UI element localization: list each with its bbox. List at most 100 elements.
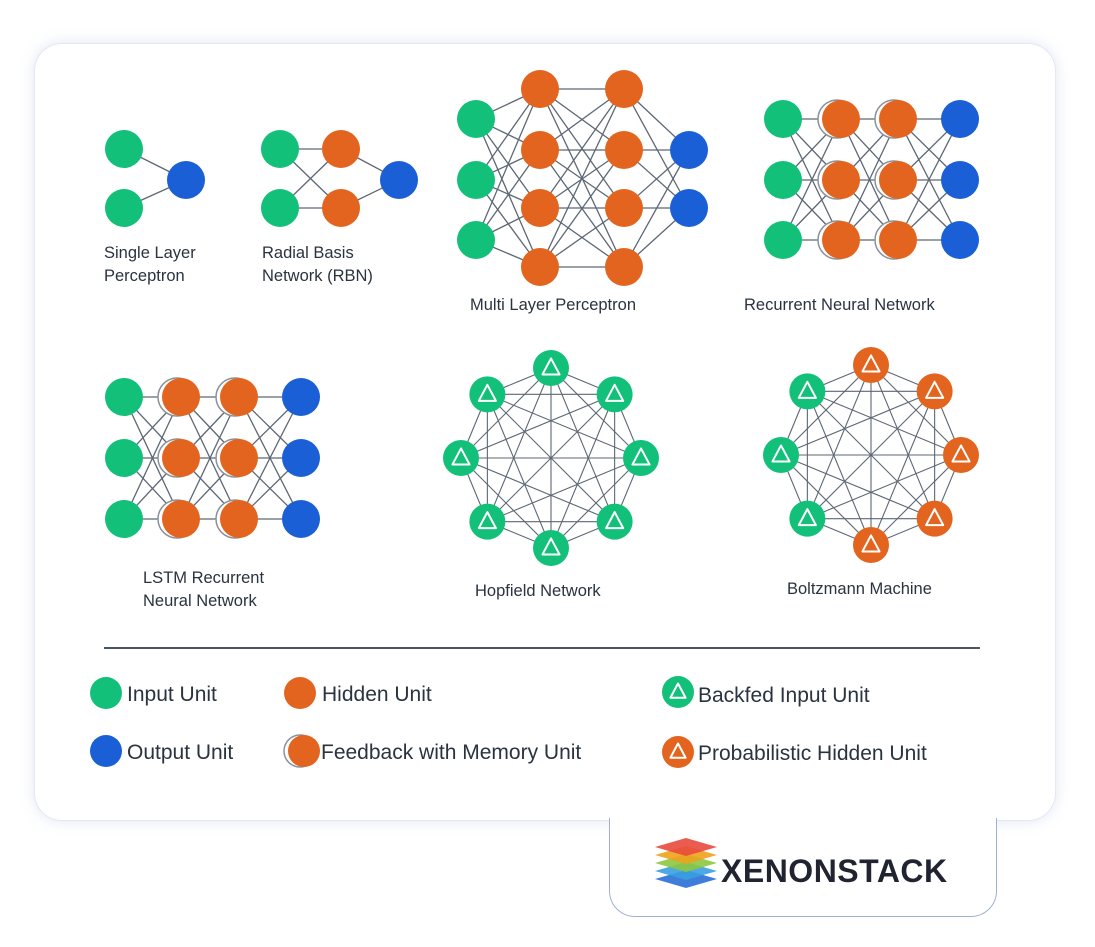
input-unit-node [764,221,802,259]
connection-edge [475,88,541,241]
feedback-memory-unit-node [162,500,200,538]
hidden-unit-node [605,131,643,169]
connection-edge [460,457,615,523]
feedback-memory-unit-node [879,100,917,138]
output-unit-node [167,161,205,199]
connection-edge [550,367,616,522]
input-unit-node [457,221,495,259]
output-unit-node [282,439,320,477]
input-unit-node [105,439,143,477]
backfed-input-unit-node [469,376,506,413]
feedback-memory-unit-node [822,100,860,138]
output-unit-node [941,100,979,138]
triangle-glyph [861,354,881,373]
connection-edge [180,396,240,520]
hidden-unit-node [521,189,559,227]
backfed-input-unit-node [789,373,826,410]
radial-basis-network-label-1: Radial Basis [262,244,354,262]
triangle-glyph [771,444,791,463]
triangle-glyph [797,380,817,399]
input-unit-node [105,500,143,538]
connection-edge [840,118,899,241]
output-unit-node [941,161,979,199]
connection-edge [123,396,182,520]
output-unit-node [941,221,979,259]
feedback-memory-unit-node [822,221,860,259]
single-layer-perceptron-label-2: Perceptron [104,267,185,285]
connection-edge [550,394,616,549]
network-nodes [105,70,979,566]
triangle-glyph [925,380,945,399]
hidden-unit-node [521,248,559,286]
connection-edge [807,454,962,520]
backfed-input-unit-node [443,440,479,476]
connection-edge [782,118,842,241]
input-unit-node [261,130,299,168]
radial-basis-network-label-2: Network (RBN) [262,267,373,285]
probabilistic-hidden-unit-node [916,373,953,410]
xenonstack-logo-icon [655,838,717,888]
feedback-memory-unit-node [162,439,200,477]
output-unit-node [90,735,122,767]
backfed-input-unit-node [533,530,569,566]
probabilistic-hidden-unit-node [853,347,889,383]
hopfield-network-label: Hopfield Network [475,582,601,600]
connection-edge [870,364,936,519]
hidden-unit-node [322,130,360,168]
connection-edge [539,88,625,268]
single-layer-perceptron-label-1: Single Layer [104,244,196,262]
connection-edge [806,391,872,546]
input-unit-node [105,130,143,168]
feedback-memory-unit-node [220,378,258,416]
backfed-input-unit-node [662,676,694,708]
output-unit-node [670,131,708,169]
multi-layer-perceptron-label: Multi Layer Perceptron [470,296,636,314]
connection-edge [460,393,615,459]
input-unit-node [105,378,143,416]
connection-edge [486,394,552,549]
input-unit-node [90,677,122,709]
legend-feedback-memory-unit-label: Feedback with Memory Unit [321,741,581,764]
backfed-input-unit-node [596,503,633,540]
feedback-memory-unit-node [288,735,320,767]
triangle-glyph [541,357,561,376]
connection-edge [486,367,552,522]
triangle-glyph [861,534,881,553]
legend-output-unit-label: Output Unit [127,741,233,764]
connection-edge [780,390,935,456]
probabilistic-hidden-unit-node [943,437,979,473]
input-unit-node [764,161,802,199]
brand-name: XENONSTACK [721,853,948,889]
legend-probabilistic-hidden-unit-label: Probabilistic Hidden Unit [698,742,927,765]
triangle-glyph [605,383,625,402]
connection-edge [460,457,552,549]
triangle-glyph [477,383,497,402]
legend-backfed-input-unit-label: Backfed Input Unit [698,684,870,707]
connection-edge [487,457,642,523]
triangle-glyph [951,444,971,463]
output-unit-node [380,161,418,199]
triangle-glyph [541,537,561,556]
backfed-input-unit-node [533,350,569,386]
hidden-unit-node [605,70,643,108]
connection-edge [807,390,962,456]
connection-edge [870,391,936,546]
connection-edge [539,88,625,209]
triangle-glyph [631,447,651,466]
connection-edge [487,393,642,459]
legend-input-unit-label: Input Unit [127,683,217,706]
output-unit-node [670,189,708,227]
network-labels: Single Layer Perceptron Radial Basis Net… [104,244,935,610]
hidden-unit-node [605,248,643,286]
hidden-unit-node [322,189,360,227]
input-unit-node [457,100,495,138]
backfed-input-unit-node [596,376,633,413]
connection-edge [897,118,961,241]
connection-edge [623,88,690,209]
connection-edge [780,454,872,546]
logo-layer [655,838,717,856]
legend-hidden-unit-label: Hidden Unit [322,683,432,706]
input-unit-node [261,189,299,227]
backfed-input-unit-node [763,437,799,473]
